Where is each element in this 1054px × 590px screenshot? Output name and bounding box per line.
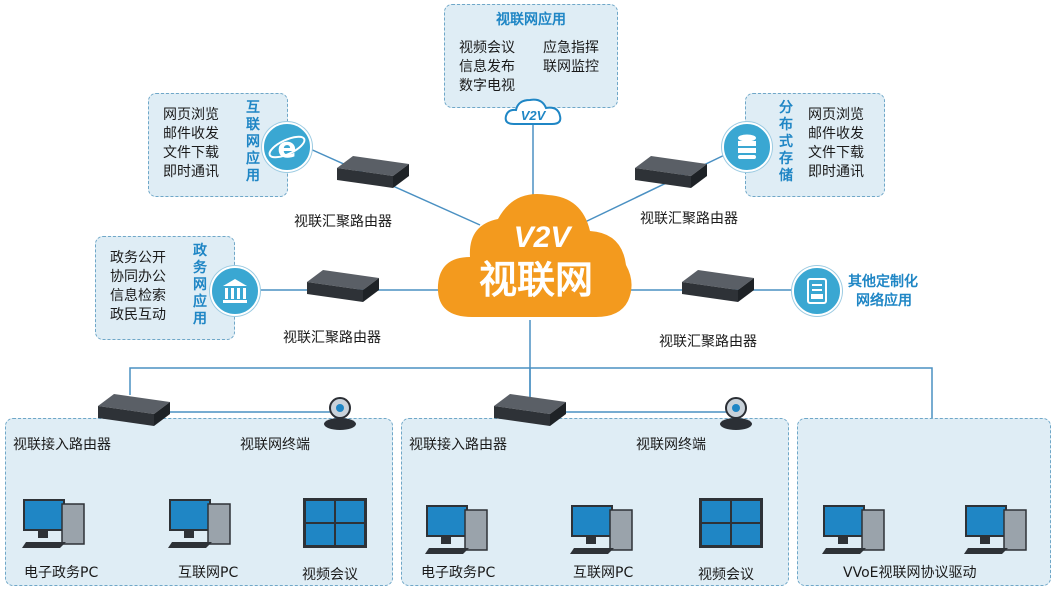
segment-3-panel: [797, 418, 1051, 586]
cloud-name: 视联网: [479, 258, 593, 302]
v2v-badge-icon: V2V: [504, 98, 562, 125]
list-item: 邮件收发: [808, 126, 864, 142]
v2v-cloud: V2V 视联网: [437, 194, 632, 317]
internet-app-title: 互联网应用: [246, 100, 260, 184]
storage-app-list: 网页浏览 邮件收发 文件下载 即时通讯: [808, 106, 864, 182]
custom-app-title-2: 网络应用: [856, 293, 912, 309]
list-item: 即时通讯: [808, 164, 864, 180]
list-item: 政务公开: [110, 250, 166, 266]
desktop-pc-icon: [425, 505, 488, 554]
top-app-title: 视联网应用: [496, 12, 566, 28]
pc-label-egov: 电子政务PC: [421, 565, 496, 581]
router-icon: [307, 270, 379, 302]
top-app-list-left: 视频会议 信息发布 数字电视: [459, 39, 515, 96]
router-label-top-right: 视联汇聚路由器: [640, 211, 738, 227]
top-app-list-right: 应急指挥 联网监控: [543, 39, 599, 77]
list-item: 即时通讯: [163, 164, 219, 180]
video-wall-icon: [699, 498, 763, 548]
router-icon: [635, 156, 707, 188]
access-router-label: 视联接入路由器: [13, 437, 111, 453]
vvoe-driver-label: VVoE视联网协议驱动: [843, 565, 977, 581]
router-icon: [494, 394, 566, 426]
svg-text:e: e: [278, 131, 297, 164]
screen-label: 视频会议: [302, 567, 358, 583]
terminal-label: 视联网终端: [240, 437, 310, 453]
storage-app-title: 分布式存储: [779, 100, 793, 184]
list-item: 信息检索: [110, 288, 166, 304]
router-icon: [682, 270, 754, 302]
list-item: 协同办公: [110, 269, 166, 285]
list-item: 联网监控: [543, 59, 599, 75]
video-terminal-icon: [720, 397, 752, 430]
video-terminal-icon: [324, 397, 356, 430]
database-icon: [722, 122, 772, 172]
list-item: 文件下载: [163, 145, 219, 161]
router-icon: [98, 394, 170, 426]
cloud-logo: V2V: [514, 221, 574, 254]
list-item: 视频会议: [459, 40, 515, 56]
document-icon: [792, 266, 842, 316]
router-label-mid-right: 视联汇聚路由器: [659, 334, 757, 350]
gov-app-list: 政务公开 协同办公 信息检索 政民互动: [110, 249, 166, 325]
list-item: 网页浏览: [163, 107, 219, 123]
video-wall-icon: [303, 498, 367, 548]
desktop-pc-icon: [22, 499, 85, 548]
government-building-icon: [210, 266, 260, 316]
pc-label-internet: 互联网PC: [573, 565, 634, 581]
pc-label-internet: 互联网PC: [178, 565, 239, 581]
terminal-label: 视联网终端: [636, 437, 706, 453]
desktop-pc-icon: [964, 505, 1027, 554]
router-icon: [337, 156, 409, 188]
custom-app-title-1: 其他定制化: [848, 274, 918, 290]
gov-app-title: 政务网应用: [193, 243, 207, 327]
screen-label: 视频会议: [698, 567, 754, 583]
list-item: 数字电视: [459, 78, 515, 94]
desktop-pc-icon: [822, 505, 885, 554]
list-item: 邮件收发: [163, 126, 219, 142]
router-label-top-left: 视联汇聚路由器: [294, 214, 392, 230]
access-router-label: 视联接入路由器: [409, 437, 507, 453]
desktop-pc-icon: [168, 499, 231, 548]
list-item: 网页浏览: [808, 107, 864, 123]
list-item: 政民互动: [110, 307, 166, 323]
ie-icon: e: [262, 122, 312, 172]
pc-label-egov: 电子政务PC: [24, 565, 99, 581]
list-item: 应急指挥: [543, 40, 599, 56]
list-item: 文件下载: [808, 145, 864, 161]
list-item: 信息发布: [459, 59, 515, 75]
internet-app-list: 网页浏览 邮件收发 文件下载 即时通讯: [163, 106, 219, 182]
badge-text: V2V: [521, 108, 547, 123]
router-label-mid-left: 视联汇聚路由器: [283, 330, 381, 346]
top-app-panel: 视联网应用 视频会议 信息发布 数字电视 应急指挥 联网监控: [444, 4, 618, 108]
desktop-pc-icon: [570, 505, 633, 554]
